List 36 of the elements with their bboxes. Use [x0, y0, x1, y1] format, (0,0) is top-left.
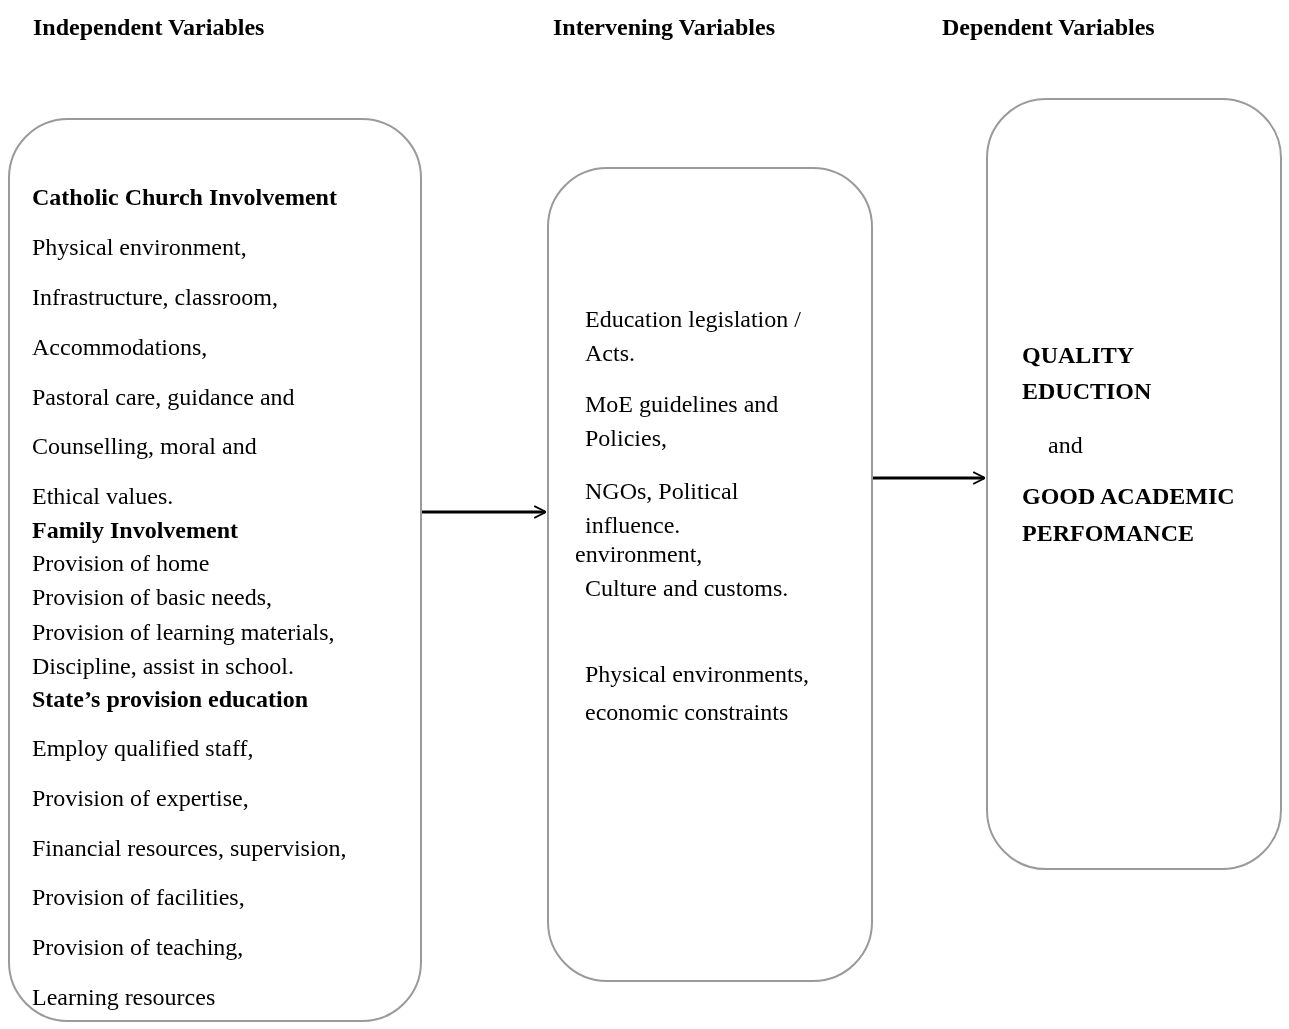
- variable-text: Provision of basic needs,: [32, 583, 273, 612]
- rounded-box: [986, 98, 1282, 870]
- variable-text: Financial resources, supervision,: [32, 834, 348, 863]
- variable-text: NGOs, Political influence.: [585, 477, 740, 540]
- variable-text: Pastoral care, guidance and: [32, 383, 296, 412]
- variable-text: Infrastructure, classroom,: [32, 283, 279, 312]
- variable-text: MoE guidelines and Policies,: [585, 390, 780, 453]
- variable-text: Discipline, assist in school.: [32, 652, 295, 681]
- rounded-box: [547, 167, 873, 982]
- variable-text: Provision of facilities,: [32, 883, 246, 912]
- variable-text: environment,: [575, 540, 704, 569]
- variable-text: Counselling, moral and: [32, 432, 258, 461]
- section-heading: State’s provision education: [32, 685, 310, 714]
- variable-text: Accommodations,: [32, 333, 209, 362]
- column-heading: Intervening Variables: [553, 14, 776, 41]
- variable-text: Learning resources: [32, 983, 217, 1012]
- variable-text: Ethical values.: [32, 482, 175, 511]
- section-heading: Family Involvement: [32, 516, 239, 545]
- variable-text: Employ qualified staff,: [32, 734, 255, 763]
- column-heading: Independent Variables: [33, 14, 265, 41]
- column-heading: Dependent Variables: [942, 14, 1155, 41]
- variable-text: Education legislation / Acts.: [585, 305, 802, 368]
- section-heading: QUALITY EDUCTION: [1022, 341, 1153, 406]
- arrow: [873, 471, 987, 485]
- variable-text: Provision of home: [32, 549, 211, 578]
- variable-text: and: [1048, 431, 1084, 460]
- variable-text: Culture and customs.: [585, 574, 790, 603]
- rounded-box: [8, 118, 422, 1022]
- variable-text: Provision of expertise,: [32, 784, 250, 813]
- variable-text: Physical environments, economic constraints: [585, 660, 810, 727]
- section-heading: GOOD ACADEMIC PERFOMANCE: [1022, 482, 1236, 548]
- variable-text: Provision of teaching,: [32, 933, 245, 962]
- arrow: [422, 505, 548, 519]
- variable-text: Provision of learning materials,: [32, 618, 336, 647]
- variable-text: Physical environment,: [32, 233, 248, 262]
- section-heading: Catholic Church Involvement: [32, 183, 338, 212]
